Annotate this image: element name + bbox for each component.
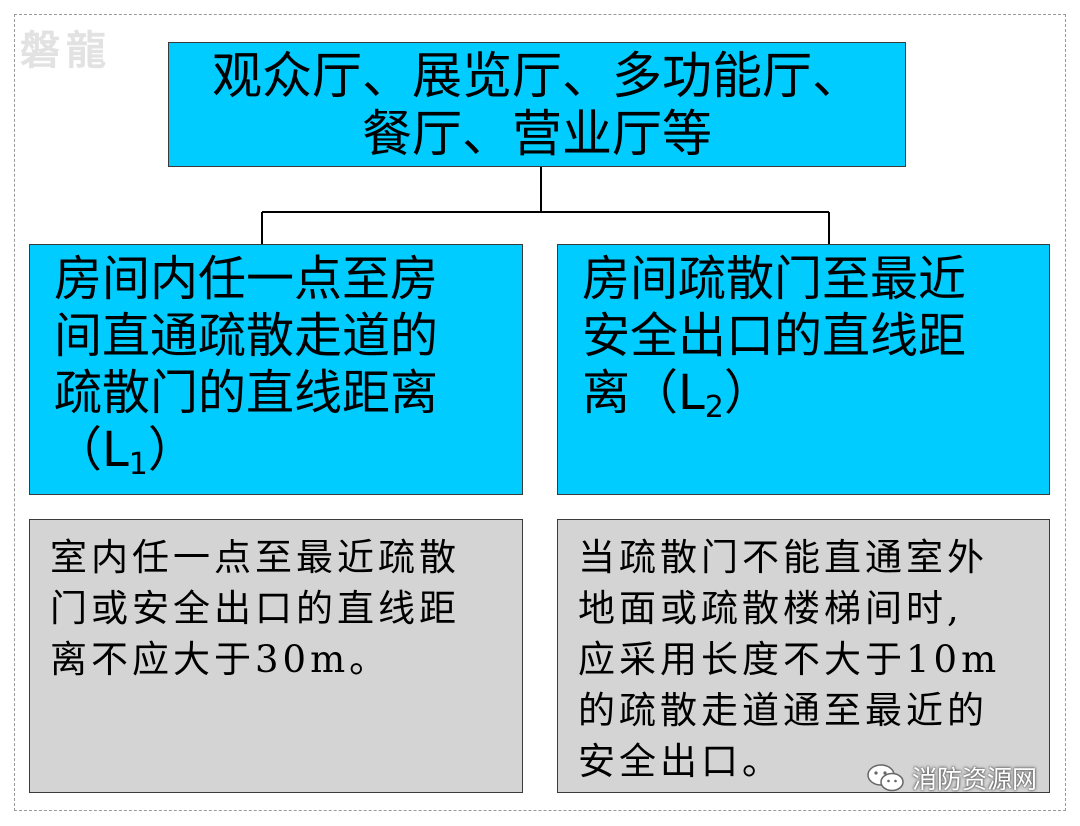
dashed-frame bbox=[14, 14, 1066, 811]
left-symbol-close: ） bbox=[147, 422, 196, 478]
left-rule-line: 室内任一点至最近疏散 bbox=[50, 536, 460, 579]
left-symbol-line: （L1） bbox=[54, 422, 508, 482]
right-rule-line: 当疏散门不能直通室外 bbox=[578, 536, 988, 579]
left-heading-node: 房间内任一点至房 间直通疏散走道的 疏散门的直线距离 （L1） bbox=[29, 244, 523, 495]
top-node: 观众厅、展览厅、多功能厅、 餐厅、营业厅等 bbox=[168, 42, 906, 167]
right-symbol-line: 离（L2） bbox=[582, 365, 1035, 425]
left-heading-line: 疏散门的直线距离 bbox=[54, 365, 439, 421]
top-node-line: 餐厅、营业厅等 bbox=[362, 105, 712, 163]
left-heading-line: 间直通疏散走道的 bbox=[54, 308, 439, 364]
right-rule-line: 的疏散走道通至最近的 bbox=[578, 689, 988, 732]
right-rule-line: 安全出口。 bbox=[578, 740, 783, 783]
right-symbol-subscript: 2 bbox=[704, 390, 724, 425]
left-rule-line: 离不应大于30m。 bbox=[50, 638, 391, 681]
left-symbol-open: （L bbox=[54, 422, 129, 478]
left-heading-line: 房间内任一点至房 bbox=[54, 251, 439, 307]
right-rule-line: 应采用长度不大于10m bbox=[578, 638, 1001, 681]
left-symbol-subscript: 1 bbox=[128, 447, 148, 482]
left-rule-node: 室内任一点至最近疏散 门或安全出口的直线距 离不应大于30m。 bbox=[29, 519, 523, 793]
wechat-icon bbox=[867, 764, 904, 792]
source-watermark: 消防资源网 bbox=[866, 760, 1037, 796]
right-heading-line: 安全出口的直线距 bbox=[582, 308, 967, 364]
right-rule-node: 当疏散门不能直通室外 地面或疏散楼梯间时, 应采用长度不大于10m 的疏散走道通… bbox=[557, 519, 1050, 793]
right-rule-line: 地面或疏散楼梯间时, bbox=[578, 587, 963, 630]
left-rule-line: 门或安全出口的直线距 bbox=[50, 587, 460, 630]
right-symbol-close: ） bbox=[723, 365, 772, 421]
right-heading-last-prefix: 离（L bbox=[582, 365, 705, 421]
watermark-logo: 磐龍 bbox=[20, 27, 112, 74]
top-node-line: 观众厅、展览厅、多功能厅、 bbox=[212, 47, 862, 105]
source-name: 消防资源网 bbox=[912, 765, 1038, 794]
right-heading-line: 房间疏散门至最近 bbox=[582, 251, 967, 307]
right-heading-node: 房间疏散门至最近 安全出口的直线距 离（L2） bbox=[557, 244, 1050, 495]
